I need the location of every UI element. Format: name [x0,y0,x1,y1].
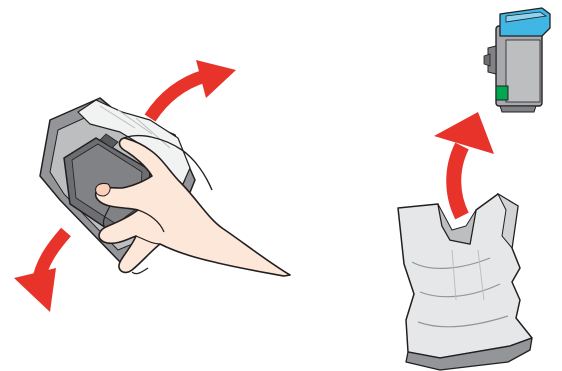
ink-cartridge [484,8,550,112]
lower-curved-arrow-icon [14,232,66,312]
remove-step-group [398,8,550,370]
shake-step-group [14,60,290,312]
upper-curved-arrow-icon [150,60,236,118]
upward-curved-arrow-icon [434,112,494,216]
torn-foil-bag [398,194,532,370]
